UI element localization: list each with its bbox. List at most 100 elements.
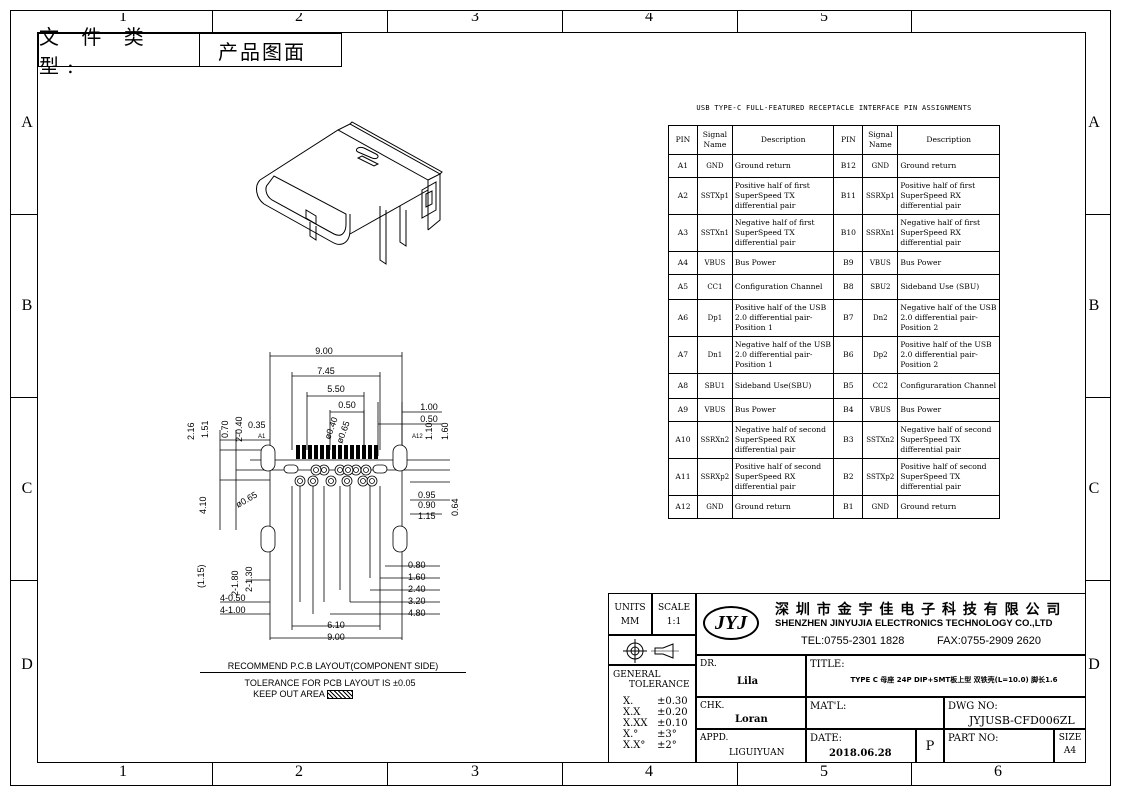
tolerance-format: X.X° [623,740,646,751]
description-cell: Ground return [897,154,1000,178]
pin-mark-a12: A12 [412,434,423,440]
zone-tick [562,763,563,786]
dim-top-6: 0.50 [420,414,438,424]
description-cell: Negative half of the USB 2.0 differentia… [897,299,1000,337]
signal-name-cell: Dn1 [696,336,733,374]
pin-number-cell: B1 [833,495,864,519]
zone-tick [10,397,37,398]
description-cell: Configuration Channel [731,274,835,300]
date-cell: DATE: 2018.06.28 [806,729,916,763]
pin-table-header: PIN [668,125,698,155]
pin-number-cell: A6 [668,299,698,337]
tolerance-row: X.X°±2° [623,740,695,751]
tolerance-format: X. [623,696,634,707]
document-type-box: 文 件 类 型: 产品图面 [38,25,342,78]
pin-table-title: USB TYPE-C FULL-FEATURED RECEPTACLE INTE… [696,104,972,112]
signal-name-cell: GND [862,495,899,519]
description-cell: Negative half of first SuperSpeed TX dif… [731,214,835,252]
title-value: TYPE C 母座 24P DIP+SMT板上型 双铁壳(L=10.0) 脚长1… [850,676,1058,684]
size-cell: SIZE A4 [1054,729,1086,763]
tolerance-value: ±0.30 [657,696,688,707]
size-label: SIZE [1058,733,1082,743]
description-cell: Negative half of the USB 2.0 differentia… [731,336,835,374]
description-cell: Bus Power [731,251,835,275]
signal-name-cell: SSTXn1 [696,214,733,252]
pin-table-header: Description [731,125,835,155]
tolerance-value: ±3° [657,729,677,740]
description-cell: Configuraration Channel [897,373,1000,399]
description-cell: Negative half of first SuperSpeed RX dif… [897,214,1000,252]
pin-number-cell: B10 [833,214,864,252]
zone-tick [911,10,912,32]
zone-tick [10,214,37,215]
description-cell: Bus Power [897,251,1000,275]
zone-row-a-right: A [1088,114,1100,131]
zone-col-1-top: 1 [119,13,127,25]
signal-name-cell: SBU1 [696,373,733,399]
zone-col-5: 5 [820,763,828,780]
description-cell: Ground return [731,495,835,519]
zone-row-c: C [21,480,33,497]
title-label: TITLE: [810,659,845,670]
signal-name-cell: CC1 [696,274,733,300]
signal-name-cell: SSRXn2 [696,421,733,459]
tolerance-format: X.XX [623,718,648,729]
signal-name-cell: VBUS [696,398,733,422]
keepout-hatch-icon [326,690,353,700]
chk-cell: CHK. Loran [696,697,806,729]
zone-tick [387,763,388,786]
zone-tick [737,10,738,32]
description-cell: Positive half of the USB 2.0 differentia… [897,336,1000,374]
tolerance-row: X.X±0.20 [623,707,695,718]
zone-row-b: B [21,297,33,314]
dim-left-mid-1: 4.10 [198,496,208,514]
tolerance-value: ±0.10 [657,718,688,729]
pin-number-cell: B4 [833,398,864,422]
tolerance-note: TOLERANCE FOR PCB LAYOUT IS ±0.05 [244,678,416,688]
dim-lower-left-1: (1.15) [196,564,206,588]
title-cell: TITLE: TYPE C 母座 24P DIP+SMT板上型 双铁壳(L=10… [806,655,1086,697]
zone-col-2: 2 [295,763,303,780]
pin-number-cell: B8 [833,274,864,300]
dim-lower-left-2: 2-1.80 [230,570,240,596]
zone-tick [387,10,388,32]
appd-label: APPD. [700,733,729,743]
zone-col-6: 6 [994,763,1002,780]
zone-col-4: 4 [645,763,653,780]
dim-right-mid-4: 0.64 [450,498,460,516]
dim-right-2: 1.60 [440,422,450,440]
dim-right-lower-3: 2.40 [408,584,426,594]
zone-tick [212,10,213,32]
pin-number-cell: A10 [668,421,698,459]
pin-table-header: Signal Name [862,125,899,155]
pin-table-header: Signal Name [696,125,733,155]
company-name-en: SHENZHEN JINYUJIA ELECTRONICS TECHNOLOGY… [775,618,1053,629]
zone-col-5-top: 5 [820,13,828,25]
pin-table-header: Description [897,125,1000,155]
chk-label: CHK. [700,701,725,711]
tolerance-format: X.° [623,729,639,740]
pin-number-cell: A12 [668,495,698,519]
appd-cell: APPD. LIGUIYUAN [696,729,806,763]
projection-symbol-icon [623,639,679,663]
document-type-label: 文 件 类 型: [39,25,200,78]
description-cell: Sideband Use(SBU) [731,373,835,399]
signal-name-cell: VBUS [862,398,899,422]
pin-number-cell: A7 [668,336,698,374]
title-block: UNITS MM SCALE 1:1 GENERAL TOLERANCE X.±… [608,593,1086,763]
units-label: UNITS [614,603,646,613]
pcb-layout-drawing: 9.00 7.45 5.50 0.50 1.00 0.50 2.16 1.51 … [186,346,460,642]
dwg-no-cell: DWG NO: JYJUSB-CFD006ZL [944,697,1086,729]
dr-cell: DR. Lila [696,655,806,697]
signal-name-cell: SSTXn2 [862,421,899,459]
scale-label: SCALE [657,603,691,613]
pin-number-cell: B3 [833,421,864,459]
